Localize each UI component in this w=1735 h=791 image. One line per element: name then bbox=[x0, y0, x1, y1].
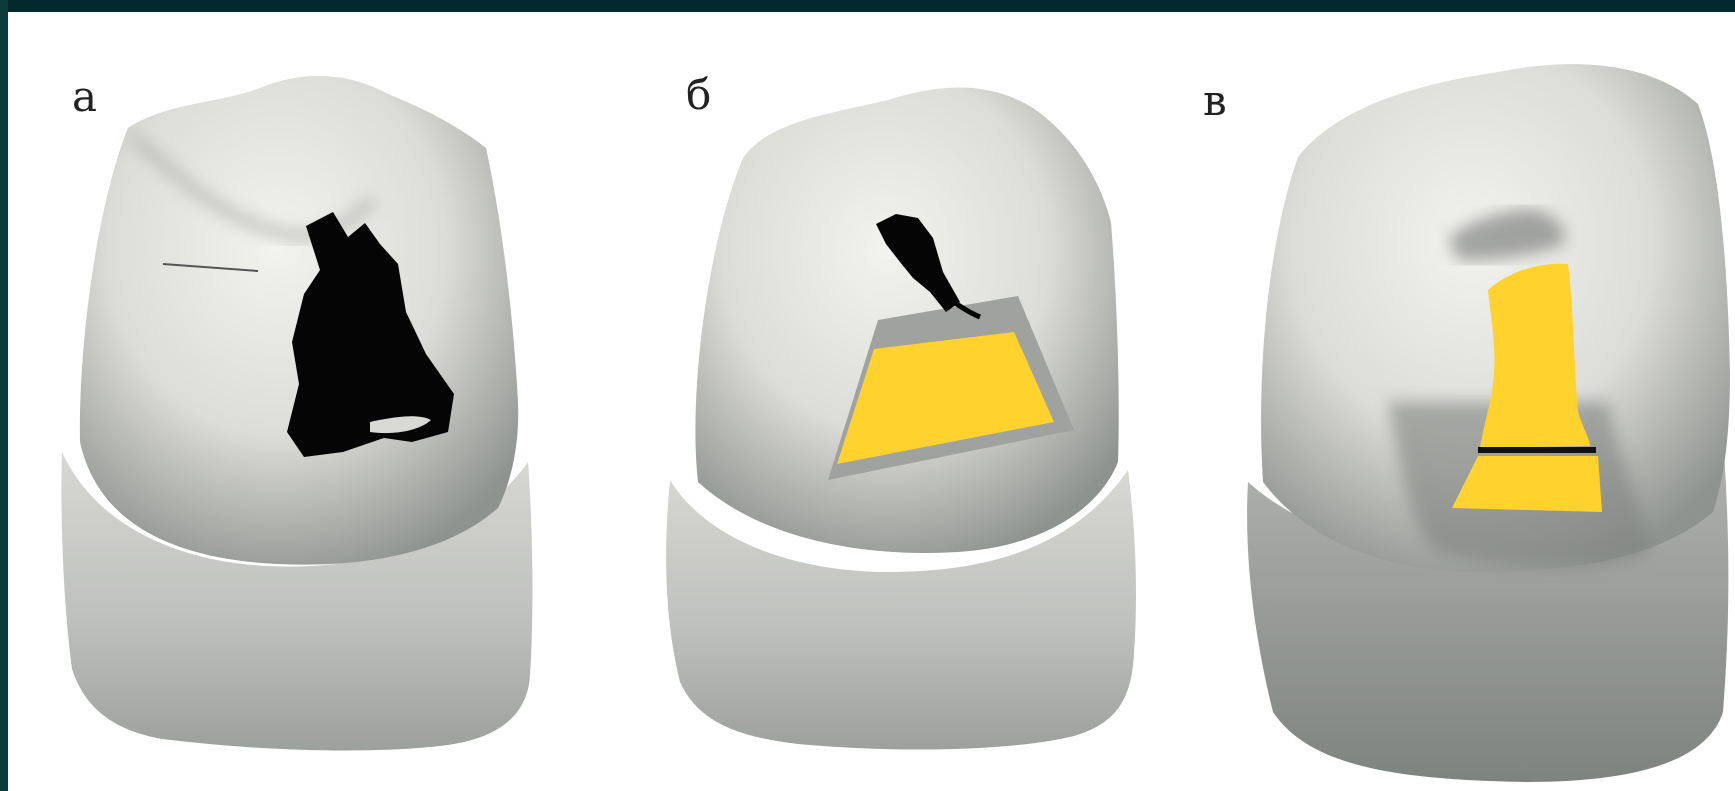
top-border bbox=[0, 0, 1735, 12]
tooth-v-inlay-lower bbox=[1452, 456, 1602, 512]
tooth-model-v bbox=[1247, 64, 1730, 782]
image-frame: а б в bbox=[8, 12, 1735, 791]
panel-label-v: в bbox=[1203, 80, 1227, 122]
panel-label-a: а bbox=[72, 76, 97, 118]
tooth-model-a bbox=[61, 76, 532, 751]
left-border bbox=[0, 0, 8, 791]
panel-label-b: б bbox=[686, 74, 711, 116]
tooth-illustration bbox=[8, 12, 1735, 791]
tooth-model-b bbox=[666, 87, 1136, 749]
